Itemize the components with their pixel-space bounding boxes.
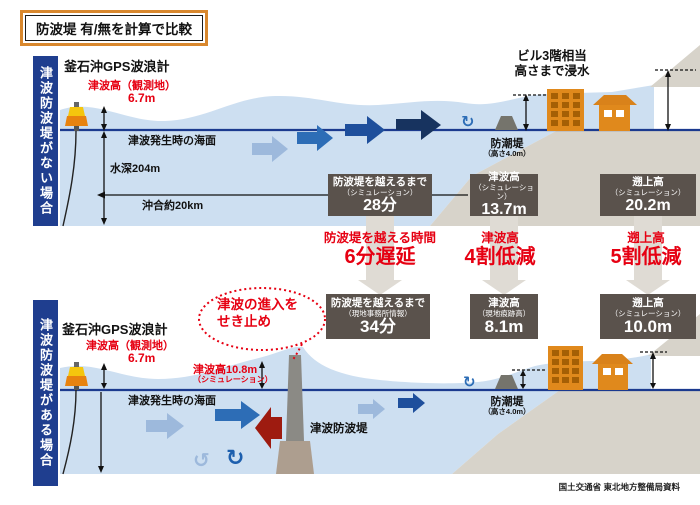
top-runup-height-arrow [665, 70, 671, 131]
top-flood-note: ビル3階相当 高さまで浸水 [492, 49, 612, 79]
bottom-wave-arrow-1-icon [146, 413, 184, 439]
comparison-label: 津波高 [481, 231, 519, 245]
speech-bubble-line1: 津波の進入を [217, 297, 298, 312]
connector-down-arrows [358, 216, 670, 295]
stat-title: 遡上高 [632, 175, 664, 188]
stat-sub: （シミュレーション） [474, 183, 534, 201]
bottom-flood-height-arrow [520, 370, 526, 389]
bottom-buoy-height-arrow [101, 363, 107, 389]
stat-value: 8.1m [484, 317, 524, 336]
top-building-icon [547, 89, 584, 131]
bottom-gps-buoy-label: 釜石沖GPS波浪計 [62, 322, 168, 337]
stat-value: 20.2m [625, 196, 671, 214]
stat-sub: （シミュレーション） [610, 309, 686, 318]
stat-sub: （シミュレーション） [342, 187, 418, 197]
top-buoy-height-arrow [101, 106, 107, 131]
stat-value: 34分 [360, 317, 396, 336]
sidebar-without-breakwater: 津波防波堤がない場合 [33, 56, 58, 226]
bottom-breakwater-label: 津波防波堤 [310, 423, 368, 435]
bottom-observed-height-value: 6.7m [128, 351, 156, 365]
stat-box-height-actual: 津波高 （現地痕跡高） 8.1m [470, 294, 538, 339]
bottom-seawall-curl-icon: ↻ [463, 374, 476, 391]
source-attribution: 国土交通省 東北地方整備局資料 [558, 482, 680, 492]
stat-sub: （現地事務所情報） [344, 309, 412, 318]
stat-value: 10.0m [623, 317, 673, 336]
top-offshore-arrowhead [97, 191, 105, 199]
stat-title: 津波高 [488, 171, 520, 183]
top-flood-height-arrow [523, 94, 529, 131]
stat-title: 防波堤を越えるまで [330, 297, 426, 309]
stat-sub: （現地痕跡高） [477, 309, 531, 318]
bottom-gps-buoy-icon [62, 362, 88, 475]
stat-box-runup-sim: 遡上高 （シミュレーション） 20.2m [600, 174, 696, 216]
top-house-icon [593, 95, 637, 131]
speech-bubble-line2: せき止め [217, 313, 271, 329]
sidebar-with-breakwater: 津波防波堤がある場合 [33, 300, 58, 486]
top-sea-surface-label: 津波発生時の海面 [128, 135, 216, 147]
comparison-label: 防波堤を越える時間 [323, 231, 437, 245]
comparison-value: 4割低減 [464, 246, 536, 268]
top-offshore-label: 沖合約20km [142, 200, 204, 212]
stat-sub: （シミュレーション） [610, 187, 686, 197]
bottom-house-icon [592, 354, 633, 390]
bottom-breakwater-icon [276, 355, 314, 474]
bottom-eddy-curl-dark-icon: ↻ [226, 445, 244, 470]
top-seawall-icon [495, 116, 518, 130]
top-wave-arrow-3-icon [345, 116, 385, 144]
comparison-value: 6分遅延 [344, 246, 416, 268]
comparison-height: 津波高 4割低減 [440, 231, 560, 269]
top-depth-label: 水深204m [110, 163, 161, 175]
bottom-observed-height-label: 津波高（観測地） [86, 340, 174, 352]
top-observed-height-value: 6.7m [128, 91, 156, 105]
title-box: 防波堤 有/無を計算で比較 [20, 10, 209, 46]
comparison-value: 5割低減 [610, 246, 682, 268]
stat-box-time-sim: 防波堤を越えるまで （シミュレーション） 28分 [328, 174, 432, 216]
top-wave-arrow-4-icon [396, 110, 441, 140]
comparison-runup: 遡上高 5割低減 [586, 231, 700, 269]
bottom-depth-arrow [98, 392, 104, 473]
stat-box-time-actual: 防波堤を越えるまで （現地事務所情報） 34分 [326, 294, 430, 339]
stat-box-runup-actual: 遡上高 （シミュレーション） 10.0m [600, 294, 696, 339]
top-seawall-curl-icon: ↻ [461, 114, 474, 131]
stat-title: 遡上高 [632, 297, 664, 309]
sidebar-with-label: 津波防波堤がある場合 [38, 318, 53, 468]
bottom-sim-height-arrow [259, 361, 265, 389]
top-wave-arrow-2-icon [297, 125, 333, 151]
speech-bubble-icon [198, 287, 326, 362]
stat-value: 28分 [363, 196, 397, 214]
page-title: 防波堤 有/無を計算で比較 [25, 15, 204, 41]
bottom-wave-arrow-2-icon [215, 401, 260, 429]
bottom-seawall-icon [495, 375, 518, 389]
top-flood-note-line2: 高さまで浸水 [514, 64, 590, 78]
stat-box-height-sim: 津波高 （シミュレーション） 13.7m [470, 171, 538, 218]
stat-title: 津波高 [488, 297, 520, 309]
stat-title: 防波堤を越えるまで [332, 175, 428, 188]
top-gps-buoy-label: 釜石沖GPS波浪計 [64, 59, 170, 74]
top-flood-note-line1: ビル3階相当 [517, 49, 587, 63]
stat-value: 13.7m [481, 201, 527, 218]
bottom-land [452, 390, 700, 474]
top-observed-height-label: 津波高（観測地） [88, 80, 176, 92]
top-seawall-height-label: （高さ4.0m） [483, 149, 531, 158]
bottom-sim-height-sub: （シミュレーション） [193, 375, 273, 384]
speech-bubble-text: 津波の進入を せき止め [217, 297, 298, 330]
bottom-seawall-height-label: （高さ4.0m） [483, 407, 531, 416]
comparison-label: 遡上高 [627, 231, 665, 245]
bottom-reflected-wave-arrow-icon [255, 407, 282, 449]
bottom-sea-surface-label: 津波発生時の海面 [128, 395, 216, 407]
top-seawall-label: 防潮堤 [490, 138, 524, 150]
bottom-runup-height-arrow [650, 352, 656, 389]
bottom-eddy-curl-light-icon: ↺ [193, 450, 210, 472]
sidebar-without-label: 津波防波堤がない場合 [38, 66, 53, 216]
top-gps-buoy-icon [62, 102, 88, 227]
bottom-passed-arrow-1-icon [358, 399, 385, 419]
bottom-building-icon [548, 346, 583, 390]
bottom-passed-arrow-2-icon [398, 393, 425, 413]
bottom-sim-height-label: 津波高10.8m [193, 364, 258, 376]
top-depth-arrow [101, 131, 107, 225]
bottom-seawall-label: 防潮堤 [490, 396, 524, 408]
top-hill-above-water [650, 45, 700, 87]
comparison-time: 防波堤を越える時間 6分遅延 [310, 231, 450, 269]
top-wave-arrow-1-icon [252, 136, 288, 162]
